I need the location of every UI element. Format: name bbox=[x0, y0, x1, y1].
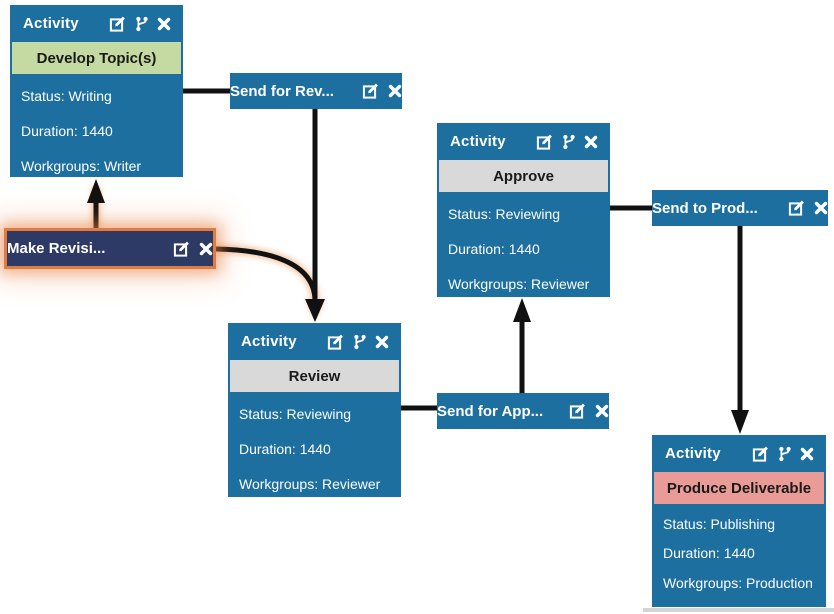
activity-workgroups: Workgroups: Reviewer bbox=[239, 476, 381, 492]
edit-icon[interactable] bbox=[752, 446, 769, 462]
activity-type-label: Activity bbox=[23, 15, 79, 32]
transition-label: Send for Rev... bbox=[230, 82, 334, 100]
edge-make-revisions-to-develop[interactable] bbox=[87, 179, 105, 228]
activity-status: Status: Publishing bbox=[663, 516, 776, 532]
activity-node-produce[interactable]: Activity Produce Deliverable Status: Pub… bbox=[652, 435, 826, 607]
activity-node-develop[interactable]: Activity Develop Topic(s) Status: Writin… bbox=[10, 5, 183, 177]
activity-type-label: Activity bbox=[450, 133, 506, 150]
edit-icon[interactable] bbox=[173, 241, 190, 257]
edit-icon[interactable] bbox=[327, 334, 344, 350]
transition-label: Send for App... bbox=[437, 402, 544, 420]
edge-send-prod-to-produce[interactable] bbox=[731, 226, 749, 434]
code-branch-icon[interactable] bbox=[353, 334, 366, 350]
transition-node-send-to-production[interactable]: Send to Prod... bbox=[652, 190, 828, 226]
edit-icon[interactable] bbox=[788, 200, 805, 216]
activity-node-approve[interactable]: Activity Approve Status: Reviewing Durat… bbox=[437, 123, 610, 297]
transition-node-send-for-approval[interactable]: Send for App... bbox=[437, 393, 609, 429]
close-icon[interactable] bbox=[800, 447, 814, 461]
activity-status: Status: Reviewing bbox=[239, 406, 352, 422]
transition-label: Send to Prod... bbox=[652, 199, 758, 217]
activity-duration: Duration: 1440 bbox=[21, 123, 113, 139]
close-icon[interactable] bbox=[595, 404, 609, 418]
transition-node-send-for-review[interactable]: Send for Rev... bbox=[230, 73, 402, 109]
transition-label: Make Revisi... bbox=[7, 240, 106, 257]
edge-send-review-to-review[interactable] bbox=[305, 109, 325, 322]
close-icon[interactable] bbox=[199, 242, 213, 256]
activity-duration: Duration: 1440 bbox=[663, 545, 755, 561]
close-icon[interactable] bbox=[814, 201, 828, 215]
activity-title[interactable]: Produce Deliverable bbox=[654, 472, 824, 504]
activity-workgroups: Workgroups: Production bbox=[663, 575, 813, 591]
code-branch-icon[interactable] bbox=[135, 16, 148, 32]
close-icon[interactable] bbox=[388, 84, 402, 98]
canvas-bottom-edge bbox=[643, 608, 834, 612]
activity-status: Status: Reviewing bbox=[448, 206, 561, 222]
edge-make-revisions-to-review[interactable] bbox=[215, 246, 318, 301]
transition-node-make-revisions[interactable]: Make Revisi... bbox=[4, 228, 216, 269]
activity-workgroups: Workgroups: Reviewer bbox=[448, 276, 590, 292]
activity-duration: Duration: 1440 bbox=[448, 241, 540, 257]
activity-title[interactable]: Develop Topic(s) bbox=[12, 42, 181, 74]
activity-duration: Duration: 1440 bbox=[239, 441, 331, 457]
code-branch-icon[interactable] bbox=[778, 446, 791, 462]
edit-icon[interactable] bbox=[109, 16, 126, 32]
close-icon[interactable] bbox=[157, 17, 171, 31]
edit-icon[interactable] bbox=[362, 83, 379, 99]
activity-status: Status: Writing bbox=[21, 88, 112, 104]
edit-icon[interactable] bbox=[569, 403, 586, 419]
activity-workgroups: Workgroups: Writer bbox=[21, 158, 142, 174]
close-icon[interactable] bbox=[584, 135, 598, 149]
activity-title[interactable]: Review bbox=[230, 360, 399, 392]
activity-type-label: Activity bbox=[665, 445, 721, 462]
close-icon[interactable] bbox=[375, 335, 389, 349]
activity-type-label: Activity bbox=[241, 333, 297, 350]
edge-send-approval-to-approve[interactable] bbox=[513, 298, 531, 393]
activity-node-review[interactable]: Activity Review Status: Reviewing Durati… bbox=[228, 323, 401, 497]
activity-title[interactable]: Approve bbox=[439, 160, 608, 192]
code-branch-icon[interactable] bbox=[562, 134, 575, 150]
edit-icon[interactable] bbox=[536, 134, 553, 150]
